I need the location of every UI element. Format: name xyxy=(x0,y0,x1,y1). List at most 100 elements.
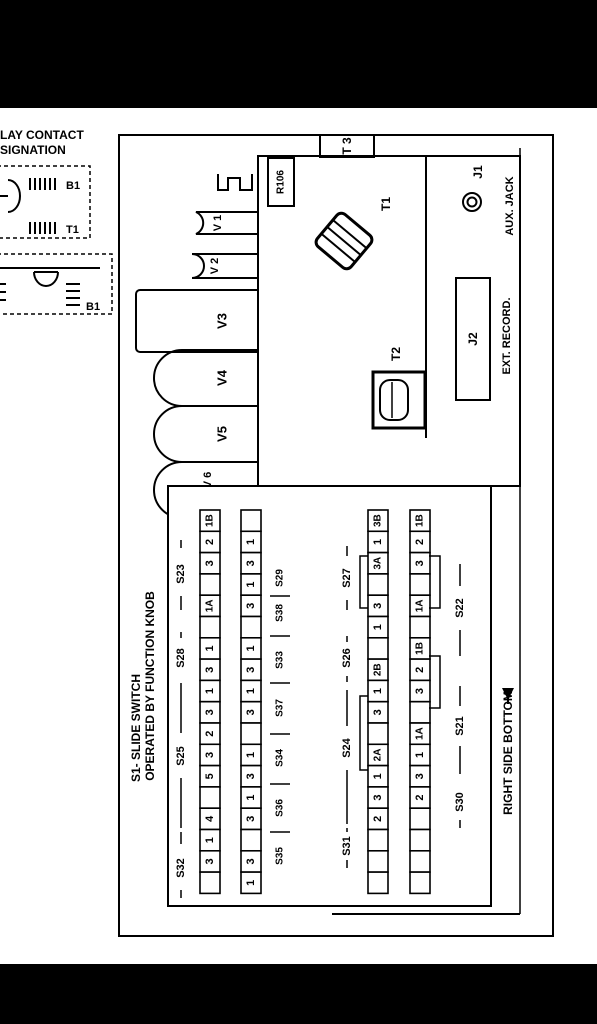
terminal-label: 3 xyxy=(372,709,384,715)
label-s33: S33 xyxy=(275,651,286,669)
terminal-label: 3 xyxy=(372,603,384,609)
terminal-cell xyxy=(240,828,262,852)
tube-v1: V 1 xyxy=(195,211,258,235)
label-s31: S31 xyxy=(341,836,353,856)
terminal-cell xyxy=(367,849,389,873)
tube-v4: V4 xyxy=(153,349,258,407)
terminal-cell xyxy=(240,871,262,895)
terminal-label: 1 xyxy=(414,752,426,758)
terminal-label: 1 xyxy=(204,837,216,843)
switch-terminal-rows: 1B231A1313235413131313131313313B13A312B1… xyxy=(199,509,431,895)
jack-j2: J2 EXT. RECORD. xyxy=(455,277,513,401)
terminal-label: 5 xyxy=(204,773,216,779)
v1-label: V 1 xyxy=(212,215,224,232)
terminal-cell xyxy=(409,849,431,873)
tube-v3: V3 xyxy=(135,289,258,353)
terminal-label: 3 xyxy=(204,560,216,566)
terminal-label: 2 xyxy=(414,794,426,800)
r106-box xyxy=(267,157,295,207)
terminal-label: 1 xyxy=(372,688,384,694)
relay-contact-designation: LAY CONTACT SIGNATION B1 T1 B1 xyxy=(0,128,113,315)
aux-jack-label: AUX. JACK xyxy=(504,176,516,235)
label-s24: S24 xyxy=(341,737,353,757)
terminal-label: 3 xyxy=(372,794,384,800)
terminal-label: 3 xyxy=(204,667,216,673)
corner-label-t1: T1 xyxy=(66,224,79,236)
terminal-cell xyxy=(367,828,389,852)
terminal-label: 4 xyxy=(204,815,216,822)
relay-bottom-arc xyxy=(33,271,59,287)
terminal-label: 2B xyxy=(373,663,384,676)
label-s36: S36 xyxy=(275,799,286,817)
terminal-cell xyxy=(240,615,262,639)
j2-label: J2 xyxy=(466,332,480,346)
terminal-cell xyxy=(409,615,431,639)
switch-connectors xyxy=(359,555,441,771)
v3-label: V3 xyxy=(215,313,230,329)
terminal-label: 1B xyxy=(415,514,426,527)
chassis-layout-diagram: LAY CONTACT SIGNATION B1 T1 B1 T 3 R106 xyxy=(0,128,554,937)
j1-label: J1 xyxy=(471,165,485,179)
terminal-label: 1 xyxy=(204,688,216,694)
terminal-cell xyxy=(240,722,262,746)
label-s22: S22 xyxy=(454,598,466,618)
label-s32: S32 xyxy=(175,858,187,878)
v5-label: V5 xyxy=(215,426,230,442)
terminal-cell xyxy=(367,573,389,596)
t2-label: T2 xyxy=(389,347,403,361)
terminal-cell xyxy=(199,871,221,895)
label-s30: S30 xyxy=(454,792,466,812)
slide-switch-title: S1- SLIDE SWITCH OPERATED BY FUNCTION KN… xyxy=(129,591,157,782)
terminal-label: 3 xyxy=(245,667,257,673)
terminal-label: 1 xyxy=(372,773,384,779)
footer: RIGHT SIDE BOTTOM xyxy=(501,688,515,815)
terminal-label: 3 xyxy=(245,709,257,715)
terminal-label: 3 xyxy=(204,858,216,864)
terminal-label: 1 xyxy=(372,624,384,630)
corner-label-b1-bottom: B1 xyxy=(86,301,100,313)
label-s21: S21 xyxy=(454,716,466,736)
terminal-cell xyxy=(367,636,389,660)
terminal-cell xyxy=(409,700,431,724)
terminal-label: 1 xyxy=(245,539,257,545)
terminal-label: 3 xyxy=(245,560,257,566)
label-s26: S26 xyxy=(341,648,353,668)
transformer-t1: T1 xyxy=(314,197,393,271)
r106-label: R106 xyxy=(276,170,287,194)
terminal-cell xyxy=(367,871,389,895)
terminal-label: 1 xyxy=(245,752,257,758)
terminal-cell xyxy=(367,722,389,746)
terminal-label: 3A xyxy=(373,557,384,570)
terminal-label: 3 xyxy=(245,773,257,779)
terminal-label: 2 xyxy=(372,816,384,822)
terminal-label: 2 xyxy=(204,731,216,737)
terminal-label: 2A xyxy=(373,749,384,762)
terminal-label: 2 xyxy=(204,539,216,545)
terminal-label: 2 xyxy=(414,667,426,673)
label-s38: S38 xyxy=(275,604,286,622)
terminal-label: 3 xyxy=(414,688,426,694)
label-s34: S34 xyxy=(275,749,286,767)
title-line2: OPERATED BY FUNCTION KNOB xyxy=(143,591,157,781)
tube-v2: V 2 xyxy=(191,253,258,279)
terminal-label: 3 xyxy=(204,752,216,758)
terminal-label: 3 xyxy=(245,816,257,822)
relay-top-arc xyxy=(7,179,21,213)
terminal-cell xyxy=(409,807,431,831)
corner-line1: LAY CONTACT xyxy=(0,128,84,142)
terminal-cell xyxy=(199,786,221,810)
terminal-cell xyxy=(240,509,262,533)
terminal-label: 1 xyxy=(245,794,257,800)
terminal-label: 3 xyxy=(245,858,257,864)
tube-v5: V5 xyxy=(153,405,258,463)
label-s27: S27 xyxy=(341,568,353,588)
switch-range-labels: S23 S28 S25 S32 S29 S38 S33 S37 S34 S36 … xyxy=(175,540,466,898)
terminal-label: 1 xyxy=(245,880,257,886)
terminal-label: 1 xyxy=(245,645,257,651)
label-s28: S28 xyxy=(175,648,187,668)
ext-record-label: EXT. RECORD. xyxy=(501,297,513,374)
